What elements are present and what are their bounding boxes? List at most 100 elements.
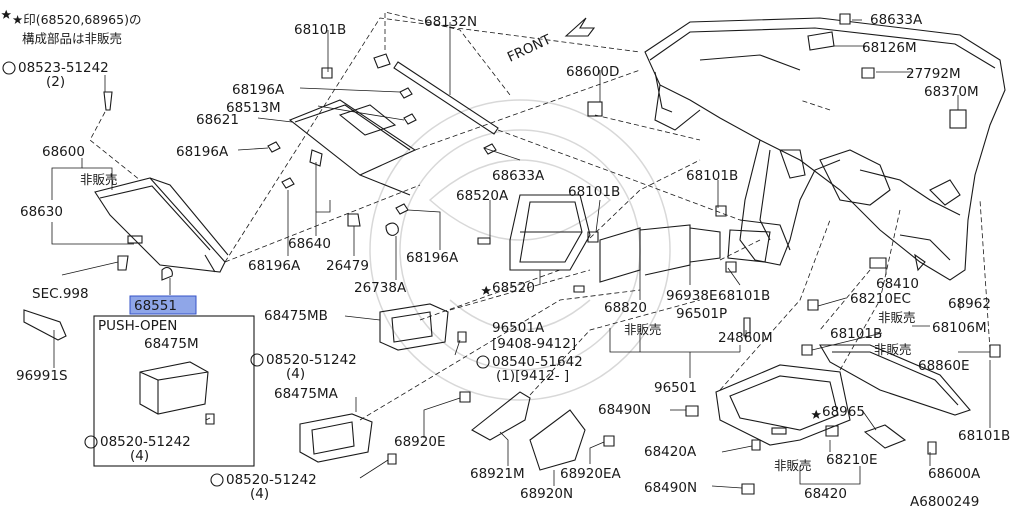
label-68965: 68965 — [822, 404, 865, 420]
label-68600: 68600 — [42, 144, 85, 160]
label-27792M: 27792M — [906, 66, 961, 82]
label-68210E: 68210E — [826, 452, 877, 468]
label-9408-9412: [9408-9412] — [492, 336, 576, 352]
label-68520: 68520 — [492, 280, 535, 296]
label-68630: 68630 — [20, 204, 63, 220]
label-68600D: 68600D — [566, 64, 619, 80]
label-68633A: 68633A — [492, 168, 545, 184]
label-96938E: 96938E — [666, 288, 717, 304]
label-68370M: 68370M — [924, 84, 979, 100]
leader-lines — [51, 19, 991, 489]
label-not-for-sale: 非販売 — [878, 310, 916, 325]
label-68101B: 68101B — [718, 288, 770, 304]
star-icon — [811, 409, 822, 419]
label-68520A: 68520A — [456, 188, 509, 204]
label-68490N: 68490N — [644, 480, 697, 496]
hinge-bar-68132N — [384, 11, 511, 135]
label-26738A: 26738A — [354, 280, 407, 296]
label-68920EA: 68920EA — [560, 466, 621, 482]
label-24860M: 24860M — [718, 330, 773, 346]
label-68860E: 68860E — [918, 358, 969, 374]
label-08523-51242: 08523-51242 — [18, 60, 109, 76]
label-68132N: 68132N — [424, 14, 477, 30]
label-96501P: 96501P — [676, 306, 727, 322]
label-68101B: 68101B — [294, 22, 346, 38]
label-08520-qty: (4) — [250, 486, 269, 502]
cluster-lid-68420 — [715, 364, 851, 446]
label-26479: 26479 — [326, 258, 369, 274]
note-star-line2: 構成部品は非販売 — [22, 31, 122, 46]
label-68920E: 68920E — [394, 434, 445, 450]
circled-s-markers — [2, 61, 490, 487]
label-68490N: 68490N — [598, 402, 651, 418]
label-96991S: 96991S — [16, 368, 68, 384]
label-68921M: 68921M — [470, 466, 525, 482]
label-68196A: 68196A — [176, 144, 229, 160]
label-not-for-sale: 非販売 — [874, 342, 912, 357]
label-08523-qty: (2) — [46, 74, 65, 90]
label-68101B: 68101B — [958, 428, 1010, 444]
label-68101B: 68101B — [568, 184, 620, 200]
lower-cover-68920N — [529, 409, 586, 471]
label-not-for-sale: 非販売 — [624, 322, 662, 337]
pocket-68475MA — [299, 413, 373, 463]
label-68420: 68420 — [804, 486, 847, 502]
label-68820: 68820 — [604, 300, 647, 316]
label-68920N: 68920N — [520, 486, 573, 502]
star-icon — [1, 9, 12, 19]
label-68126M: 68126M — [862, 40, 917, 56]
highlight-68551 — [129, 295, 197, 315]
dashboard-panel — [644, 17, 1006, 281]
star-markers — [1, 9, 822, 419]
note-star-line1: ★印(68520,68965)の — [12, 12, 141, 27]
label-96501: 96501 — [654, 380, 697, 396]
label-68600A: 68600A — [928, 466, 981, 482]
label-68210EC: 68210EC — [850, 291, 911, 307]
label-96501A: 96501A — [492, 320, 545, 336]
label-08520-51242: 08520-51242 — [266, 352, 357, 368]
label-68621: 68621 — [196, 112, 239, 128]
lower-panel-68106M — [819, 344, 971, 449]
label-68640: 68640 — [288, 236, 331, 252]
label-68633A: 68633A — [870, 12, 923, 28]
pocket-68475MB — [379, 303, 449, 351]
label-68420A: 68420A — [644, 444, 697, 460]
label-68475M: 68475M — [144, 336, 199, 352]
center-bezel-68520 — [509, 194, 591, 271]
label-68196A: 68196A — [248, 258, 301, 274]
label-sec-998: SEC.998 — [32, 286, 89, 302]
label-08520-qty: (4) — [130, 448, 149, 464]
push-open-detail-box — [93, 315, 255, 467]
glove-box-assembly — [94, 177, 229, 273]
pocket-68475M-detail — [139, 361, 209, 415]
label-not-for-sale: 非販売 — [774, 458, 812, 473]
glove-box-lid-68621 — [288, 99, 417, 196]
labels: ★印(68520,68965)の 構成部品は非販売 68101B 68132N … — [12, 12, 1010, 510]
label-68101B: 68101B — [830, 326, 882, 342]
front-arrow: FRONT — [505, 17, 596, 66]
label-diagram-id: A6800249 — [910, 494, 979, 510]
label-push-open: PUSH-OPEN — [98, 318, 177, 334]
label-68101B: 68101B — [686, 168, 738, 184]
label-68962: 68962 — [948, 296, 991, 312]
small-fasteners — [23, 13, 1001, 495]
label-08520-qty: (4) — [286, 366, 305, 382]
climate-control-units — [599, 224, 771, 283]
label-68551: 68551 — [134, 298, 177, 314]
label-68106M: 68106M — [932, 320, 987, 336]
lower-cover-68920E — [471, 391, 531, 441]
label-68475MA: 68475MA — [274, 386, 339, 402]
label-68513M: 68513M — [226, 100, 281, 116]
label-08540-qty: (1)[9412- ] — [496, 368, 569, 384]
label-68475MB: 68475MB — [264, 308, 328, 324]
label-08540-51642: 08540-51642 — [492, 354, 583, 370]
guide-lines — [89, 17, 991, 421]
label-68196A: 68196A — [232, 82, 285, 98]
front-label: FRONT — [505, 31, 554, 65]
label-08520-51242: 08520-51242 — [226, 472, 317, 488]
star-icon — [481, 285, 492, 295]
label-68196A: 68196A — [406, 250, 459, 266]
label-68410: 68410 — [876, 276, 919, 292]
label-not-for-sale: 非販売 — [80, 172, 118, 187]
